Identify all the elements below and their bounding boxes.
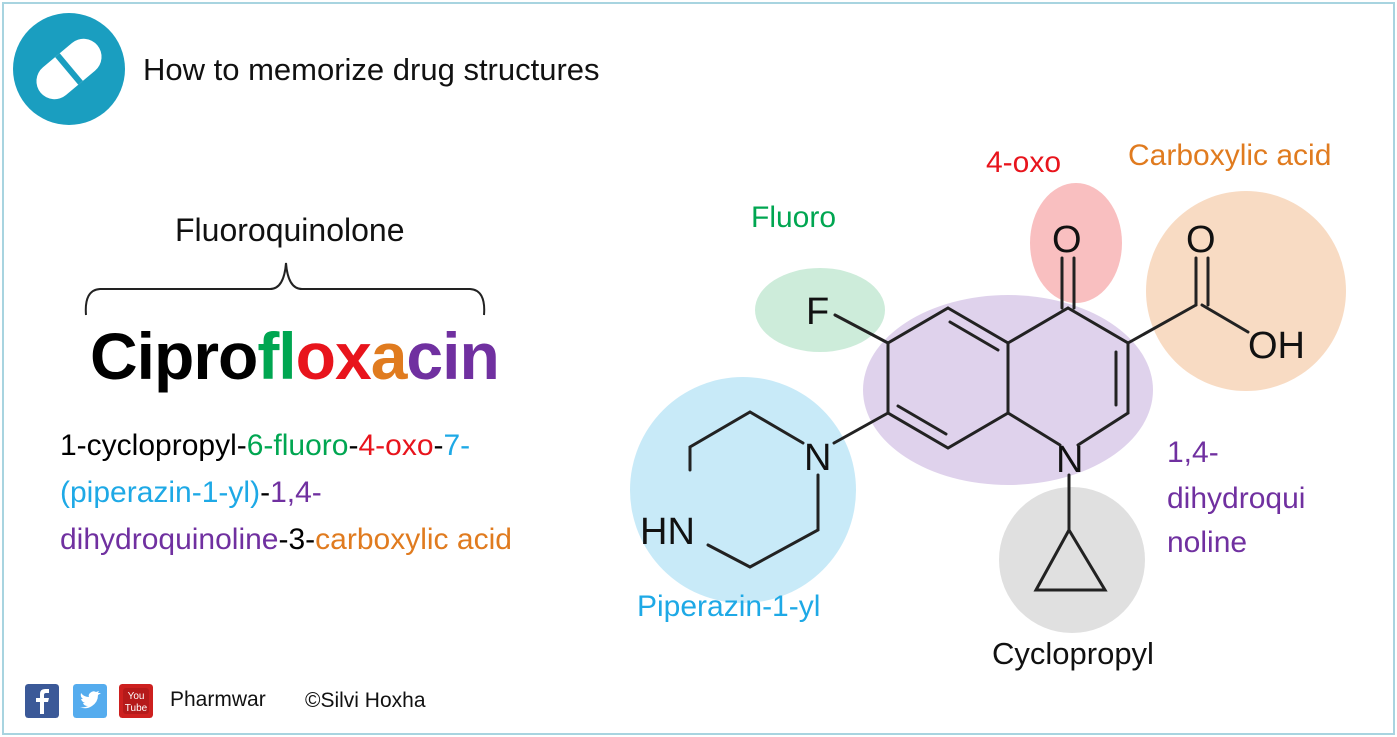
- iupac-line: dihydroquinoline-3-carboxylic acid: [60, 516, 512, 563]
- piperazine-nitrogen-atom: N: [804, 437, 831, 479]
- iupac-segment: 6-fluoro: [246, 429, 349, 462]
- dihydroquinoline-label-line: 1,4-: [1167, 436, 1219, 469]
- iupac-segment: carboxylic acid: [315, 523, 512, 556]
- fluoro-highlight: [755, 268, 885, 352]
- oxo-label: 4-oxo: [986, 146, 1061, 179]
- piperazine-highlight: [630, 377, 856, 603]
- bonds: [688, 256, 1250, 592]
- footer-copyright: ©Silvi Hoxha: [305, 689, 426, 712]
- ring-nitrogen-atom: N: [1056, 439, 1083, 481]
- iupac-segment: -: [348, 429, 359, 462]
- iupac-segment: 4-oxo: [358, 429, 434, 462]
- cyclopropyl-label: Cyclopropyl: [992, 636, 1154, 671]
- fluorine-atom: F: [806, 291, 829, 333]
- dihydroquinoline-label-line: noline: [1167, 526, 1247, 559]
- drug-name-part: Cipro: [90, 319, 258, 393]
- twitter-icon[interactable]: [73, 684, 107, 718]
- carboxylic-acid-highlight: [1146, 191, 1346, 391]
- iupac-name: 1-cyclopropyl-6-fluoro-4-oxo-7- (piperaz…: [60, 422, 512, 563]
- iupac-segment: (piperazin-1-yl): [60, 476, 261, 509]
- carboxylic-acid-label: Carboxylic acid: [1128, 139, 1331, 172]
- iupac-segment: dihydroquinoline: [60, 523, 279, 556]
- fluoro-label: Fluoro: [751, 201, 836, 234]
- youtube-icon[interactable]: You Tube: [119, 684, 153, 718]
- drug-name-part: fl: [257, 319, 296, 393]
- drug-name-part: cin: [406, 319, 499, 393]
- youtube-icon-text: Tube: [125, 703, 148, 714]
- iupac-line: (piperazin-1-yl)-1,4-: [60, 469, 512, 516]
- drug-name-part: ox: [295, 319, 372, 393]
- hydroxyl-atom: OH: [1248, 325, 1305, 367]
- oxygen-acid-atom: O: [1186, 219, 1216, 261]
- curly-bracket: [84, 262, 486, 316]
- iupac-segment: -: [260, 476, 271, 509]
- youtube-icon-text: You: [128, 691, 145, 702]
- iupac-segment: -: [433, 429, 444, 462]
- oxo-highlight: [1030, 183, 1122, 303]
- dihydroquinoline-label-line: dihydroqui: [1167, 482, 1305, 515]
- drug-name-part: a: [370, 319, 408, 393]
- facebook-icon[interactable]: [25, 684, 59, 718]
- footer-brand: Pharmwar: [170, 688, 266, 711]
- piperazinyl-label: Piperazin-1-yl: [637, 590, 820, 623]
- iupac-line: 1-cyclopropyl-6-fluoro-4-oxo-7-: [60, 422, 512, 469]
- ciprofloxacin-structure: O O OH F N N HN 4-oxo Carboxylic acid Fl…: [630, 139, 1346, 671]
- iupac-segment: -3-: [278, 523, 316, 556]
- cyclopropyl-highlight: [999, 487, 1145, 633]
- piperazine-amine-atom: HN: [640, 511, 695, 553]
- oxygen-ketone-atom: O: [1052, 219, 1082, 261]
- iupac-segment: 1,4-: [270, 476, 322, 509]
- iupac-segment: 7-: [443, 429, 471, 462]
- drug-class-label: Fluoroquinolone: [175, 212, 405, 248]
- drug-name: Ciprofloxacin: [90, 318, 500, 394]
- page-title: How to memorize drug structures: [143, 52, 600, 87]
- iupac-segment: 1-cyclopropyl-: [60, 429, 247, 462]
- pill-icon: [13, 13, 125, 125]
